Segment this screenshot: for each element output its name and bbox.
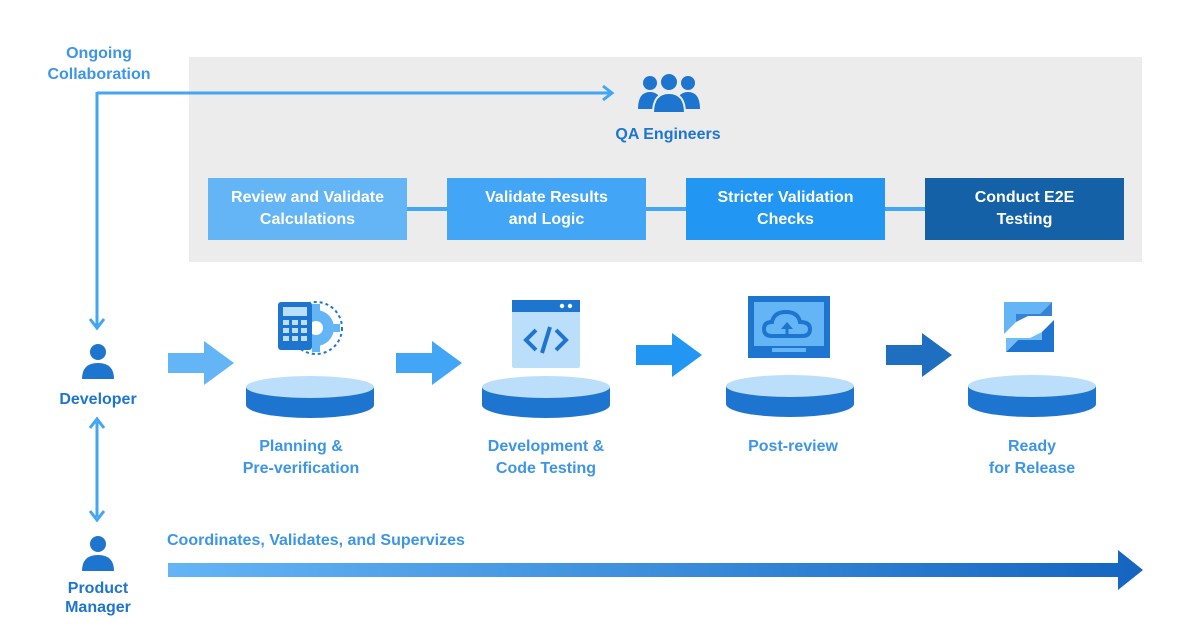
stage-label-planning: Planning & Pre-verification	[201, 436, 401, 480]
stage-line1: Ready	[1007, 438, 1057, 455]
stage-label-development: Development & Code Testing	[446, 436, 646, 480]
arrow-to-post-review	[636, 333, 702, 377]
task-line1: Conduct E2E	[974, 189, 1075, 206]
stage-line2: for Release	[988, 460, 1076, 477]
task-line1: Stricter Validation	[717, 189, 854, 206]
task-conduct-e2e: Conduct E2E Testing	[925, 178, 1124, 240]
cloud-upload-monitor-icon	[748, 296, 830, 358]
task-line2: Testing	[996, 211, 1053, 228]
stage-label-post-review: Post-review	[693, 436, 893, 458]
stage-line1: Post-review	[748, 438, 838, 455]
release-logo-icon	[1004, 302, 1054, 352]
ongoing-collaboration-label: Ongoing Collaboration	[30, 43, 168, 85]
arrow-to-planning	[168, 341, 234, 385]
pm-bar-label: Coordinates, Validates, and Supervizes	[167, 532, 465, 549]
code-window-icon	[512, 300, 580, 368]
platform-planning	[246, 376, 374, 418]
product-manager-person-icon	[82, 536, 114, 571]
collab-line2: Collaboration	[47, 66, 151, 83]
pm-line2: Manager	[65, 599, 131, 616]
stage-line1: Development &	[487, 438, 605, 455]
task-line2: Calculations	[259, 211, 356, 228]
task-line1: Validate Results	[485, 189, 608, 206]
stage-line2: Code Testing	[495, 460, 597, 477]
stage-line1: Planning &	[259, 438, 343, 455]
stage-line2: Pre-verification	[242, 460, 360, 477]
task-line2: and Logic	[508, 211, 585, 228]
platform-development	[482, 376, 610, 418]
platform-post-review	[726, 375, 854, 417]
arrow-to-development	[396, 341, 462, 385]
qa-engineers-title: QA Engineers	[615, 126, 721, 143]
platform-release	[968, 375, 1096, 417]
people-group-icon	[638, 72, 700, 114]
pm-line1: Product	[67, 580, 129, 597]
task-line2: Checks	[757, 211, 814, 228]
calculator-gear-icon	[278, 301, 343, 355]
task-line1: Review and Validate	[231, 189, 384, 206]
pm-progress-arrow	[168, 550, 1143, 590]
developer-person-icon	[82, 344, 114, 379]
product-manager-label: Product Manager	[38, 579, 158, 617]
arrow-to-release	[886, 333, 952, 377]
task-validate-results: Validate Results and Logic	[447, 178, 646, 240]
collab-line1: Ongoing	[66, 45, 132, 62]
developer-label: Developer	[59, 391, 137, 408]
stage-label-release: Ready for Release	[932, 436, 1132, 480]
